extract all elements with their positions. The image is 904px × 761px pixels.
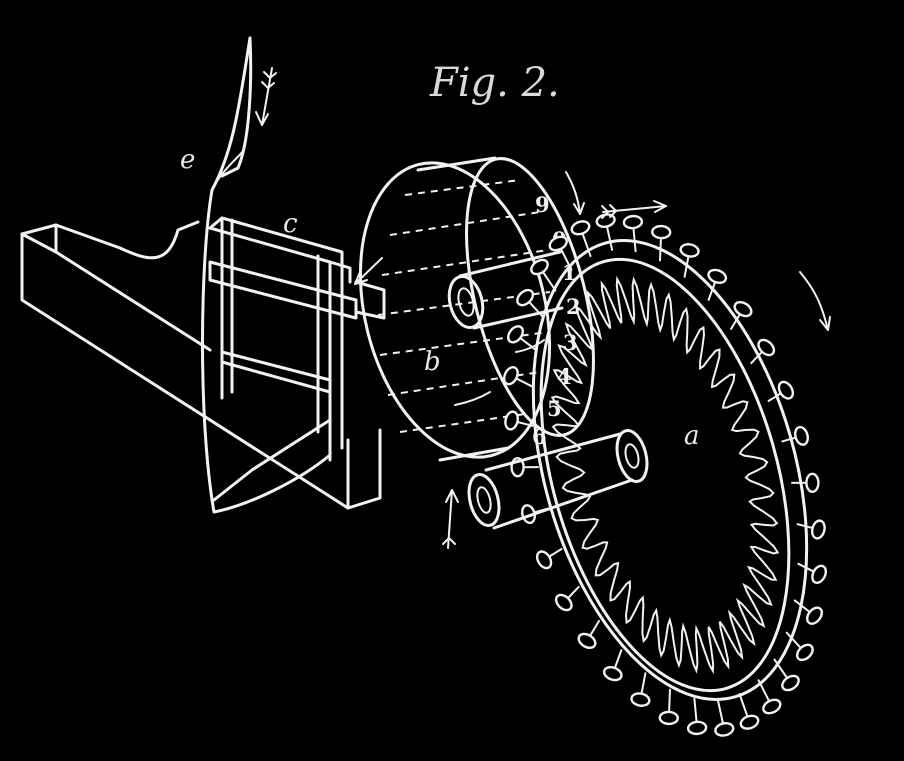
arrow-icon: [255, 67, 277, 126]
gear-pin: [793, 599, 823, 625]
base-block: [20, 220, 382, 510]
arrow-icon: [442, 489, 459, 549]
gear-pin: [773, 658, 800, 692]
gear-pin: [602, 649, 623, 682]
direction-arrows: [255, 67, 831, 549]
gear-pin: [686, 697, 708, 736]
gear-pin: [781, 425, 809, 446]
gear-pin: [554, 585, 580, 612]
gear-shaft: [467, 429, 649, 530]
gear-pin: [502, 366, 533, 388]
gear-pin: [630, 672, 651, 707]
arrow-icon: [799, 271, 831, 331]
gear-pin: [797, 562, 828, 584]
gear-pin: [707, 268, 728, 301]
gear-pin: [530, 258, 557, 292]
gear-pin: [791, 472, 820, 493]
gear-pin: [570, 220, 592, 257]
arrow-icon: [565, 171, 585, 215]
digit-9: 9: [535, 192, 550, 217]
gear-pin: [679, 243, 700, 278]
gear-pin: [507, 325, 537, 351]
digit-4: 4: [557, 364, 572, 389]
gear-pin: [767, 380, 795, 402]
gear-pin: [757, 679, 782, 715]
gear-pin: [796, 519, 826, 540]
arrow-icon: [454, 339, 545, 406]
arrow-icon: [354, 257, 383, 285]
gear-pin: [738, 693, 760, 730]
gear-pin: [785, 631, 814, 662]
gear-pin: [714, 699, 735, 737]
digit-5: 5: [547, 396, 562, 421]
digit-1: 1: [562, 260, 577, 285]
gear-pin: [730, 300, 753, 330]
label-e: e: [180, 145, 195, 175]
blade-e: [201, 36, 332, 514]
label-a: a: [684, 421, 700, 451]
gear-pin: [577, 620, 600, 650]
gear-pin: [651, 224, 672, 262]
drum-shaft: [447, 250, 564, 330]
gear-pin: [504, 410, 534, 431]
gear-wheel-a: [502, 213, 828, 737]
gear-pin: [535, 548, 563, 570]
label-c: c: [283, 209, 298, 239]
gear-pin: [750, 338, 776, 365]
gear-pin: [622, 214, 644, 253]
figure-title: Fig. 2.: [429, 60, 560, 106]
label-b: b: [424, 347, 441, 377]
gear-pin: [548, 235, 573, 271]
gear-pin: [658, 688, 679, 726]
gear-pin: [516, 288, 545, 319]
arrow-icon: [601, 200, 667, 219]
frame-c: [208, 216, 386, 502]
